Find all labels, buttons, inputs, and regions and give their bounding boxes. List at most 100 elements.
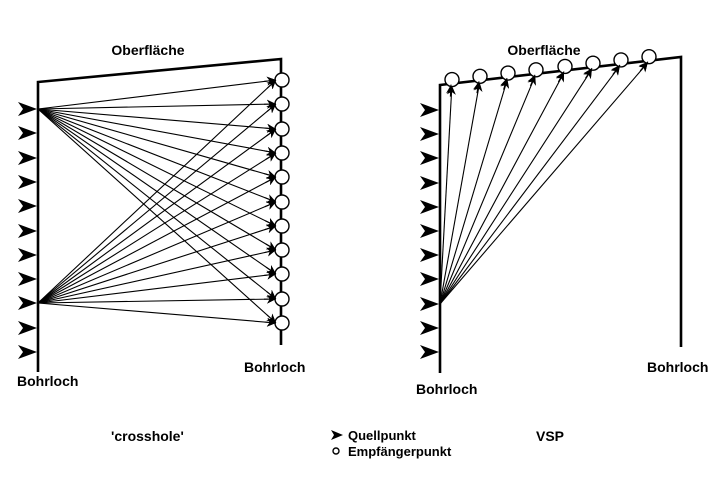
crosshole-ray <box>37 152 277 304</box>
vsp-ray-head <box>500 77 509 90</box>
source-marker-icon <box>420 297 439 311</box>
crosshole-ray-head <box>264 194 277 203</box>
source-marker-icon <box>18 151 37 165</box>
source-marker-icon <box>420 151 439 165</box>
crosshole-ray <box>37 201 277 304</box>
crosshole-ray-head <box>264 247 277 257</box>
crosshole-ray-head <box>266 79 277 90</box>
crosshole-ray-head <box>264 146 277 156</box>
receiver-marker-icon <box>472 68 488 85</box>
vsp-ray-head <box>446 84 456 97</box>
crosshole-ray-head <box>265 265 277 275</box>
source-marker-icon <box>18 199 37 213</box>
vsp-ray-head <box>473 81 482 94</box>
vsp-ray <box>439 62 649 305</box>
source-marker-icon <box>420 321 439 335</box>
receiver-marker-icon <box>444 71 460 88</box>
crosshole-ray-head <box>264 201 277 210</box>
crosshole-receivers <box>263 72 290 331</box>
vsp-rays <box>439 62 649 305</box>
crosshole-ray <box>37 302 277 327</box>
source-marker-icon <box>420 272 439 286</box>
legend-receiver-icon <box>332 447 340 455</box>
receiver-marker-icon <box>274 121 290 137</box>
crosshole-surface-label: Oberfläche <box>111 42 184 58</box>
vsp-ray-head <box>527 74 536 87</box>
crosshole-ray <box>37 99 277 110</box>
crosshole-ray <box>37 108 277 133</box>
legend-source-icon <box>331 430 343 440</box>
receiver-marker-icon <box>557 58 573 75</box>
source-marker-icon <box>18 224 37 238</box>
receiver-marker-icon <box>500 65 516 81</box>
receiver-marker-icon <box>641 49 657 65</box>
vsp-ray-head <box>555 71 565 83</box>
crosshole-ray <box>37 103 277 304</box>
crosshole-sources <box>18 102 37 359</box>
crosshole-ray <box>37 108 277 251</box>
crosshole-ray <box>37 108 277 179</box>
receiver-marker-icon <box>274 72 290 88</box>
crosshole-ray <box>37 294 277 304</box>
source-marker-icon <box>420 224 439 238</box>
receiver-marker-icon <box>274 218 290 234</box>
vsp-sources <box>420 103 439 359</box>
source-marker-icon <box>18 321 37 335</box>
crosshole-ray <box>37 270 277 304</box>
source-marker-icon <box>18 345 37 359</box>
receiver-marker-icon <box>274 145 290 161</box>
crosshole-ray-head <box>265 128 277 138</box>
crosshole-title: 'crosshole' <box>111 428 184 444</box>
crosshole-diagram: Oberfläche Bohrloch Bohrloch 'crosshole' <box>17 42 305 444</box>
vsp-surface-label: Oberfläche <box>507 42 580 58</box>
crosshole-ray-head <box>265 152 277 162</box>
source-marker-icon <box>18 272 37 286</box>
legend: Quellpunkt Empfängerpunkt <box>331 428 452 459</box>
vsp-ray <box>439 72 565 305</box>
vsp-ray <box>439 82 483 305</box>
vsp-diagram: Oberfläche Bohrloch Bohrloch VSP <box>416 42 708 444</box>
crosshole-ray <box>37 128 277 304</box>
vsp-left-borehole-label: Bohrloch <box>416 381 477 397</box>
crosshole-left-borehole-label: Bohrloch <box>17 373 78 389</box>
crosshole-rays <box>37 76 277 327</box>
vsp-ray <box>439 68 593 305</box>
vsp-ray-head <box>583 67 593 79</box>
receiver-marker-icon <box>613 52 629 68</box>
crosshole-right-borehole-label: Bohrloch <box>244 359 305 375</box>
receiver-marker-icon <box>274 266 290 282</box>
receiver-marker-icon <box>274 242 290 258</box>
legend-receiver-label: Empfängerpunkt <box>348 444 452 459</box>
source-marker-icon <box>18 248 37 262</box>
source-marker-icon <box>18 126 37 140</box>
source-marker-icon <box>420 127 439 141</box>
receiver-marker-icon <box>274 315 290 331</box>
crosshole-ray-head <box>265 176 277 186</box>
legend-source-label: Quellpunkt <box>348 428 417 443</box>
source-marker-icon <box>420 103 439 117</box>
source-marker-icon <box>18 102 37 116</box>
source-marker-icon <box>18 296 37 310</box>
vsp-ray <box>439 75 536 305</box>
crosshole-ray-head <box>266 313 277 324</box>
source-marker-icon <box>18 175 37 189</box>
crosshole-ray <box>37 247 277 304</box>
crosshole-ray <box>37 224 277 304</box>
source-marker-icon <box>420 248 439 262</box>
vsp-right-borehole-label: Bohrloch <box>647 359 708 375</box>
crosshole-ray <box>37 76 277 110</box>
crosshole-ray <box>37 108 277 203</box>
crosshole-ray-head <box>263 123 277 133</box>
crosshole-ray-head <box>264 270 277 280</box>
vsp-ray <box>439 78 510 305</box>
receiver-marker-icon <box>274 96 290 112</box>
source-marker-icon <box>420 200 439 214</box>
crosshole-ray <box>37 108 277 156</box>
vsp-title: VSP <box>536 428 564 444</box>
source-marker-icon <box>420 345 439 359</box>
receiver-marker-icon <box>585 55 601 71</box>
crosshole-ray-head <box>264 217 277 227</box>
crosshole-ray-head <box>265 241 277 251</box>
receiver-marker-icon <box>274 169 290 185</box>
